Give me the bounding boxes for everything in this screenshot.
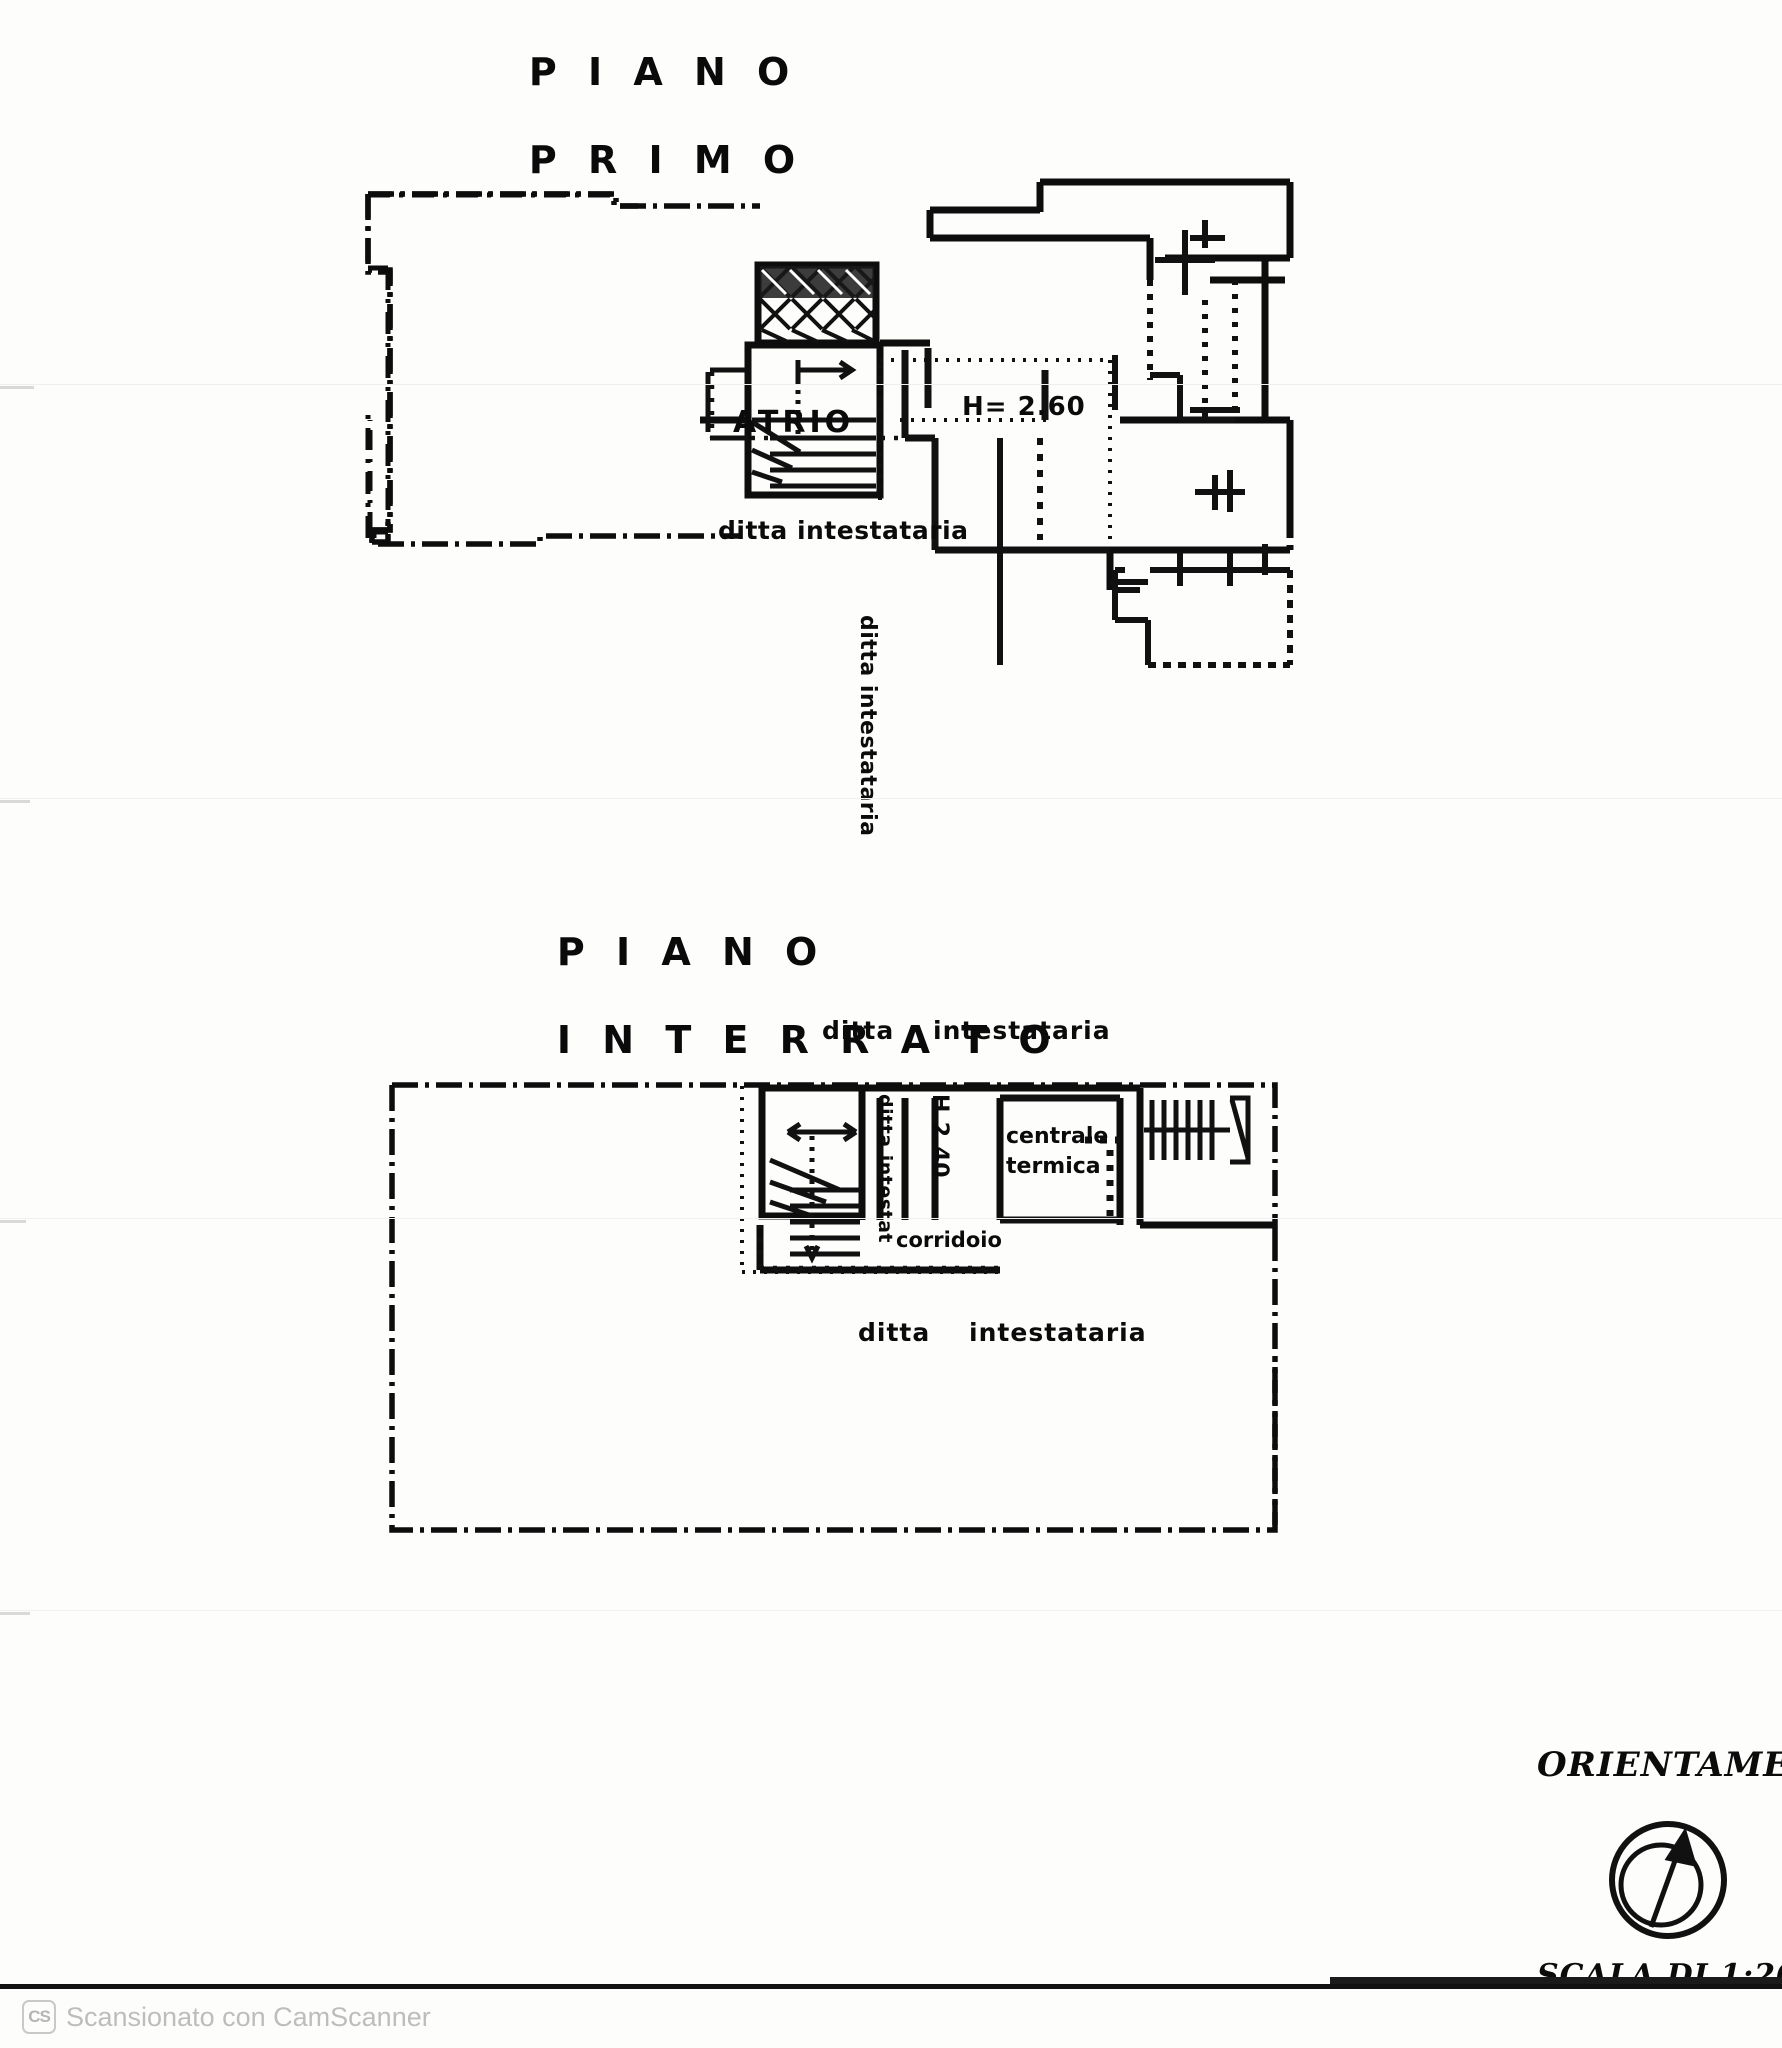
compass-north-point [1664,1827,1698,1867]
interior-partitions-first-floor [1112,230,1240,423]
basement-dotted-band [740,1086,1000,1274]
scan-edge-line-mid [0,798,1782,799]
label-centrale-termica-line2: termica [1006,1154,1101,1179]
stair-direction-arrow-first-floor [795,359,857,440]
scan-edge-mark-3 [0,1220,26,1223]
piano-primo-title-word-1: P I A N O [528,50,799,94]
label-atrio: ATRIO [733,405,855,440]
label-ditta-intestataria-primo: ditta intestataria [718,516,969,545]
boundary-outline [365,191,638,545]
property-boundary-first-floor [365,192,614,538]
vertical-corridor-band [997,438,1043,665]
atrio-outline-solid [705,367,748,441]
stair-hatch-dark-top [760,266,874,298]
scan-bottom-rule [0,1984,1782,1989]
label-ditta-intestataria-interrato-bottom: ditta intestataria [858,1318,1147,1347]
north-arrow-compass [1609,1821,1727,1939]
scan-edge-mark-2 [0,800,30,803]
piano-interrato-drawing [389,1082,1278,1533]
camscanner-watermark: CS Scansionato con CamScanner [22,2000,431,2034]
stair-direction-arrow-basement [786,1121,858,1264]
label-altezza-interrato: H.2.40 [927,1094,952,1179]
building-walls-first-floor [926,178,1294,590]
stair-treads-basement [769,1157,860,1257]
property-boundary-basement [392,1082,1278,1235]
basement-core-walls [756,1084,1275,1274]
corridor-outline-basement [757,1225,1000,1271]
piano-interrato-title: P I A N O I N T E R R A T O [468,886,1060,1106]
scan-edge-mark-1 [0,386,34,389]
label-altezza-primo: H= 2.60 [962,392,1086,422]
camscanner-watermark-text: Scansionato con CamScanner [66,2001,431,2032]
label-centrale-termica-line1: centrale [1006,1124,1109,1149]
piano-interrato-title-word-2: I N T E R R A T O [556,1018,1060,1062]
hall-walls-first-floor [901,348,1110,554]
boundary-polyline-first-floor [368,191,760,209]
label-ditta-intestataria-primo-vertical: ditta intestataria [855,615,880,837]
property-boundary-first-floor-lower [369,532,375,535]
centrale-termica-room [1000,1094,1120,1225]
piano-primo-drawing [365,178,1294,668]
fixtures-first-floor [1190,220,1245,512]
scan-edge-line-low [0,1218,1782,1219]
camscanner-logo-icon: CS [22,2000,56,2034]
label-ditta-intestataria-interrato-top: ditta intestataria [822,1016,1111,1045]
orientation-title: ORIENTAMENTO [1537,1745,1782,1785]
piano-primo-title: P I A N O P R I M O [440,6,804,226]
scan-edge-mark-4 [0,1612,30,1615]
compass-outer-circle [1609,1821,1727,1939]
scan-edge-line-bottom [0,1610,1782,1611]
label-corridoio: corridoio [896,1228,1002,1252]
atrio-outline [709,372,905,441]
boundary-polyline-left [365,194,740,547]
scan-edge-line-top [0,384,1782,385]
piano-primo-title-word-2: P R I M O [528,138,805,182]
scan-bottom-rule-shade [1330,1977,1782,1984]
compass-inner-circle [1618,1842,1704,1928]
stairwell-block-first-floor [700,261,930,499]
piano-interrato-title-word-1: P I A N O [556,930,827,974]
lower-right-room-first-floor [1110,544,1293,668]
external-stair-basement [1144,1095,1251,1165]
label-ditta-intestataria-interrato-vertical: ditta intestat [874,1094,896,1244]
corridor-outline-first-floor [878,358,1112,540]
stair-hatch-light-lines [760,268,872,296]
